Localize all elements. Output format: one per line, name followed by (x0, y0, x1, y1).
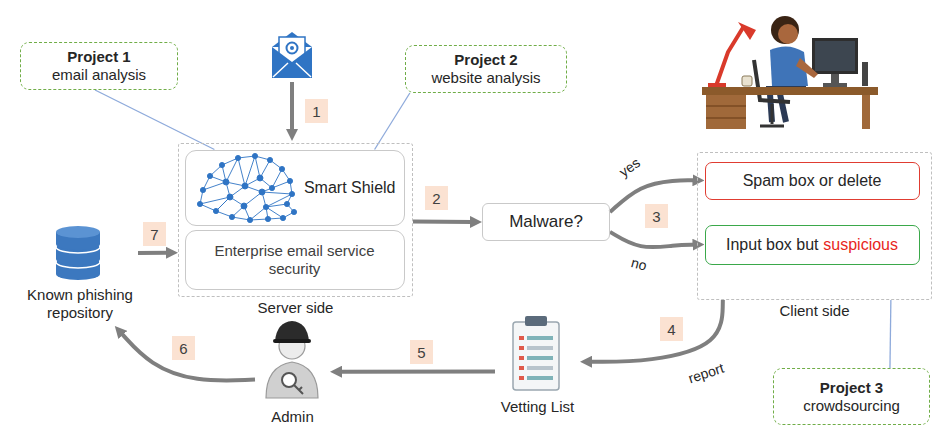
callout-number: 5 (410, 340, 433, 364)
node-text: Known phishing repository (22, 286, 138, 322)
admin-node: Admin (255, 318, 330, 430)
node-text: crowdsourcing (803, 397, 900, 415)
project-box: Project 1email analysis (20, 42, 178, 90)
node-text: Spam box or delete (743, 171, 882, 190)
node-text: Admin (271, 408, 314, 426)
clipboard-icon (513, 316, 559, 390)
node-text: Project 1 (67, 48, 130, 66)
node-text: email analysis (52, 66, 146, 84)
outcome-box: Input box butsuspicious (705, 225, 920, 265)
process-box: Smart Shield (185, 150, 405, 226)
decision-box: Malware? (482, 203, 610, 241)
leader-line (889, 300, 891, 368)
outcome-box: Spam box or delete (705, 162, 920, 200)
flow-arrow (138, 251, 168, 255)
node-text: Vetting List (501, 398, 574, 416)
process-box: Enterprise email service security (185, 230, 405, 290)
node-text: Input box but (726, 235, 819, 254)
person-at-desk (702, 16, 878, 129)
edge-label: report (687, 361, 727, 387)
email-icon (272, 32, 312, 78)
database-icon (56, 226, 100, 280)
node-text: Project 3 (820, 379, 883, 397)
callout-number: 1 (305, 99, 328, 123)
flow-arrow (122, 333, 256, 380)
neural-network-icon (197, 153, 296, 222)
node-text: Smart Shield (304, 178, 396, 197)
project-box: Project 3crowdsourcing (773, 368, 930, 425)
callout-number: 2 (425, 186, 448, 210)
node-text: Project 2 (454, 51, 517, 69)
vetting-node: Vetting List (495, 312, 580, 420)
node-text: website analysis (431, 69, 540, 87)
repository-node: Known phishing repository (22, 226, 138, 326)
callout-number: 7 (143, 222, 166, 246)
flow-arrow (413, 220, 472, 224)
flow-arrow (340, 369, 495, 373)
leader-line (95, 90, 214, 150)
callout-number: 4 (660, 317, 683, 341)
edge-label: yes (617, 155, 644, 180)
callout-number: 3 (645, 204, 668, 228)
flow-arrow (590, 300, 723, 362)
admin-icon (266, 321, 318, 398)
server-group: Server sideSmart ShieldEnterprise email … (178, 143, 413, 297)
input-arrow (290, 82, 294, 131)
edge-label: no (629, 255, 648, 274)
leader-line (375, 93, 410, 150)
node-text: suspicious (823, 235, 898, 254)
node-text: Enterprise email service security (194, 242, 396, 278)
flow-arrow (610, 232, 695, 247)
project-box: Project 2website analysis (405, 45, 567, 93)
group-label: Client side (698, 302, 931, 320)
client-group: Client sideSpam box or deleteInput box b… (697, 152, 932, 300)
node-text: Malware? (509, 212, 583, 232)
callout-number: 6 (172, 336, 195, 360)
group-label: Server side (179, 299, 412, 317)
